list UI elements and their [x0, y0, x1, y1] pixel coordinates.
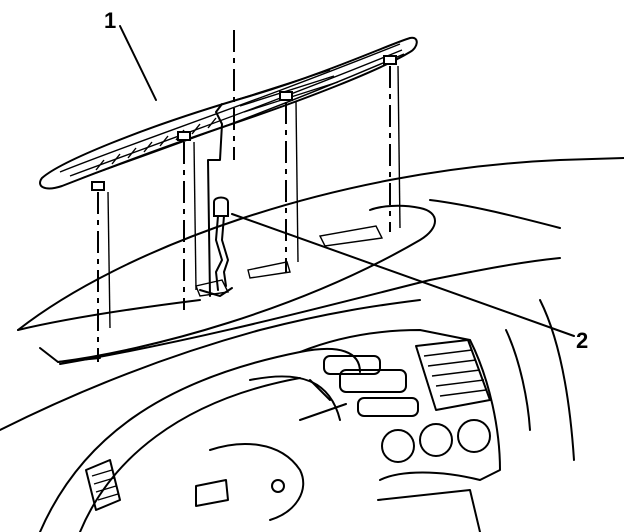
- alignment-guides: [97, 30, 401, 362]
- instrument-cluster: [39, 348, 361, 532]
- instrument-panel-top: [0, 157, 624, 431]
- defroster-grille: [39, 36, 418, 191]
- callout-label-2: 2: [576, 328, 588, 353]
- sensor-connector: [199, 103, 233, 297]
- callout-label-1: 1: [104, 8, 116, 33]
- leader-lines: [119, 25, 575, 337]
- defroster-opening: [39, 204, 436, 363]
- center-console: [299, 299, 575, 532]
